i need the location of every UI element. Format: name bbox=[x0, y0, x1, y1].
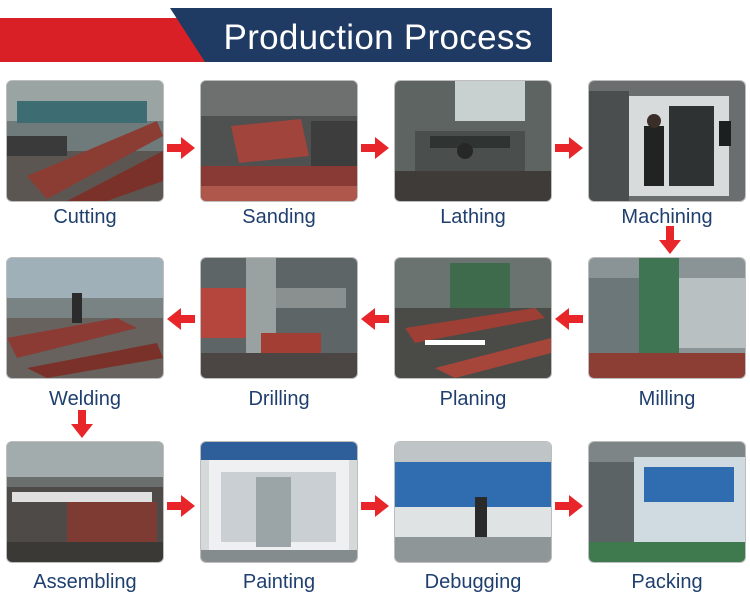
step-label: Packing bbox=[631, 571, 703, 593]
step-label: Debugging bbox=[424, 571, 522, 593]
banner-shape bbox=[0, 8, 750, 72]
arrow-right-icon bbox=[167, 495, 195, 517]
arrow-right-icon bbox=[167, 137, 195, 159]
step-packing: Packing bbox=[588, 441, 746, 593]
arrow-right-icon bbox=[361, 495, 389, 517]
welding-photo bbox=[6, 257, 164, 379]
arrow-right-icon bbox=[361, 137, 389, 159]
step-label: Cutting bbox=[53, 206, 117, 228]
arrow-left-icon bbox=[361, 308, 389, 330]
planing-photo bbox=[394, 257, 552, 379]
step-label: Planing bbox=[439, 388, 507, 410]
step-label: Sanding bbox=[242, 206, 316, 228]
step-milling: Milling bbox=[588, 257, 746, 410]
sanding-photo bbox=[200, 80, 358, 202]
step-cutting: Cutting bbox=[6, 80, 164, 228]
step-label: Drilling bbox=[248, 388, 310, 410]
step-assembling: Assembling bbox=[6, 441, 164, 593]
milling-photo bbox=[588, 257, 746, 379]
step-debugging: Debugging bbox=[394, 441, 552, 593]
drilling-photo bbox=[200, 257, 358, 379]
arrow-down-icon bbox=[71, 410, 93, 438]
lathing-photo bbox=[394, 80, 552, 202]
header-banner: Production Process bbox=[0, 0, 750, 72]
step-machining: Machining bbox=[588, 80, 746, 228]
arrow-left-icon bbox=[167, 308, 195, 330]
arrow-right-icon bbox=[555, 495, 583, 517]
page-title: Production Process bbox=[223, 18, 533, 57]
debugging-photo bbox=[394, 441, 552, 563]
step-welding: Welding bbox=[6, 257, 164, 410]
cutting-photo bbox=[6, 80, 164, 202]
assembling-photo bbox=[6, 441, 164, 563]
packing-photo bbox=[588, 441, 746, 563]
step-label: Assembling bbox=[33, 571, 137, 593]
step-label: Painting bbox=[242, 571, 316, 593]
step-painting: Painting bbox=[200, 441, 358, 593]
arrow-left-icon bbox=[555, 308, 583, 330]
arrow-right-icon bbox=[555, 137, 583, 159]
step-lathing: Lathing bbox=[394, 80, 552, 228]
step-label: Machining bbox=[621, 206, 713, 228]
step-label: Welding bbox=[49, 388, 121, 410]
step-label: Milling bbox=[638, 388, 696, 410]
step-label: Lathing bbox=[440, 206, 506, 228]
machining-photo bbox=[588, 80, 746, 202]
step-planing: Planing bbox=[394, 257, 552, 410]
painting-photo bbox=[200, 441, 358, 563]
arrow-down-icon bbox=[659, 226, 681, 254]
step-drilling: Drilling bbox=[200, 257, 358, 410]
step-sanding: Sanding bbox=[200, 80, 358, 228]
